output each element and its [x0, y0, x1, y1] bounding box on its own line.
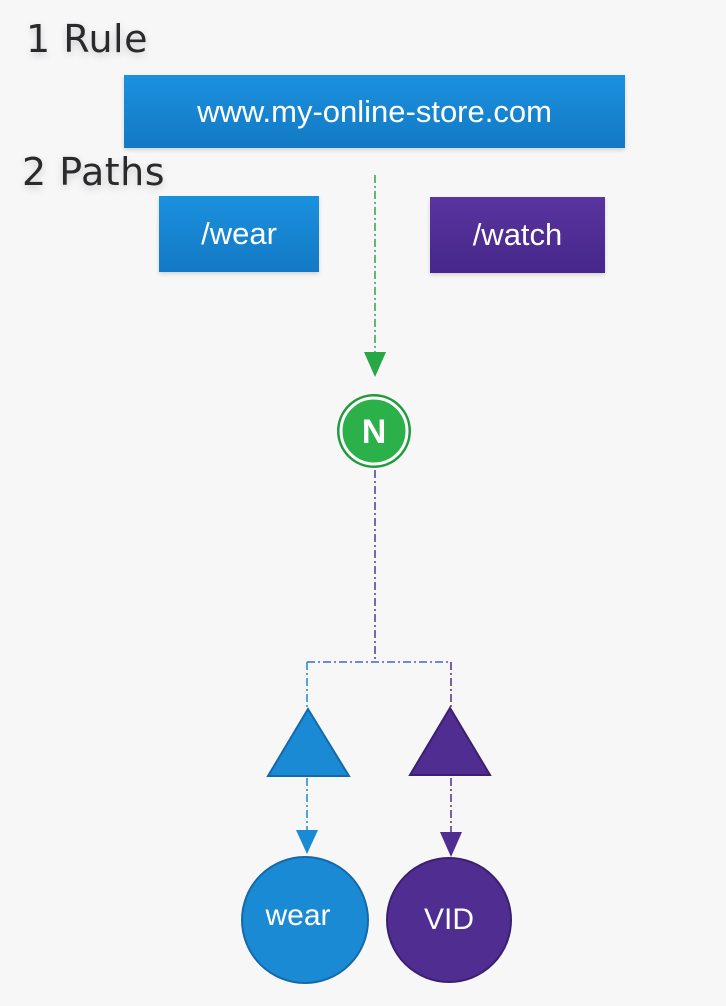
vid-pod-label: VID: [424, 903, 474, 936]
vid-pod-arrow: [440, 778, 462, 857]
paths-count-heading: 2 Paths: [22, 150, 166, 194]
wear-service-triangle-icon: [266, 707, 351, 777]
svg-text:N: N: [362, 413, 387, 451]
wear-pod-arrow: [296, 778, 318, 854]
wear-pod-label: wear: [264, 899, 330, 932]
host-rule-box: www.my-online-store.com: [124, 75, 625, 148]
vid-pod-circle-icon: VID: [386, 857, 512, 983]
watch-path-box: /watch: [430, 197, 605, 273]
vid-service-triangle-icon: [408, 706, 492, 776]
wear-pod-circle-icon: wear: [241, 856, 369, 984]
nginx-icon: N: [337, 394, 411, 468]
request-arrow: [364, 175, 386, 377]
rule-count-heading: 1 Rule: [26, 17, 148, 61]
wear-path-box: /wear: [159, 196, 319, 272]
routing-connectors: [306, 470, 452, 708]
